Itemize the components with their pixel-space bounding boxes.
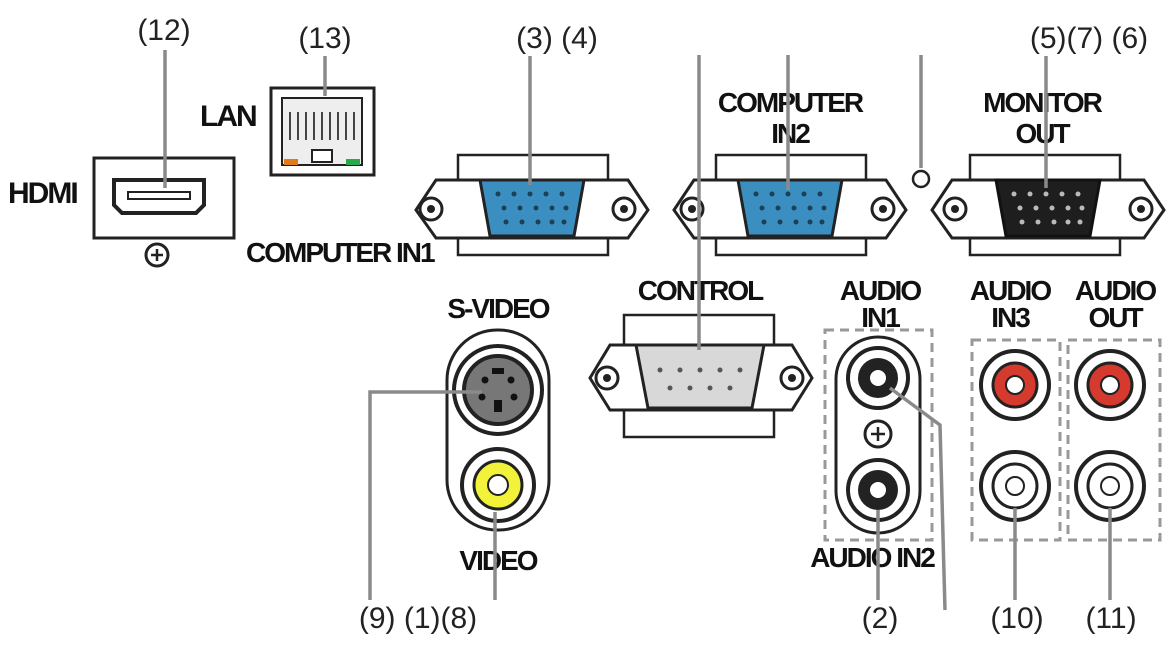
control-port-group: CONTROL: [588, 275, 814, 439]
video-port-group: S-VIDEO VIDEO: [445, 293, 552, 576]
callout-3-4: (3) (4): [516, 22, 598, 55]
control-port[interactable]: [634, 343, 766, 410]
monitor-out-label-line1: MONITOR: [983, 87, 1102, 118]
callout-13: (13): [298, 22, 351, 55]
monitor-out-port-group: MONITOR OUT: [930, 87, 1166, 257]
hdmi-screw-cross: [151, 249, 163, 261]
hdmi-port-group: HDMI: [8, 156, 236, 268]
audio-in1-label-line2: IN1: [861, 302, 900, 333]
callout-12: (12): [137, 14, 190, 47]
lan-led-green-icon: [346, 159, 360, 165]
monitor-out-label-line2: OUT: [1015, 118, 1070, 149]
computer-in1-pins: [495, 191, 569, 225]
leader-lines: [163, 50, 1112, 611]
callout-11: (11): [1085, 602, 1136, 635]
computer-in2-pins: [753, 191, 827, 225]
video-label: VIDEO: [459, 545, 537, 576]
monitor-out-pins: [1011, 191, 1085, 225]
lan-clip: [311, 149, 333, 163]
computer-in2-label-line2: IN2: [771, 118, 810, 149]
audio-in1-label-line1: AUDIO: [840, 275, 921, 306]
control-pins: [657, 367, 743, 391]
audio-in3-port-group: AUDIO IN3: [970, 275, 1062, 542]
audio-out-dashed-box: [1066, 338, 1162, 542]
leader-line-audio-in1: [888, 386, 947, 611]
hdmi-port-inner: [127, 191, 191, 200]
audio-out-label-line2: OUT: [1088, 302, 1143, 333]
audio-in12-dashed-box: [823, 328, 934, 542]
audio-out-port-group: AUDIO OUT: [1066, 275, 1162, 542]
s-video-label: S-VIDEO: [447, 293, 549, 324]
control-label: CONTROL: [638, 275, 764, 306]
lan-led-orange-icon: [284, 159, 298, 165]
callout-2: (2): [862, 602, 899, 635]
computer-in2-label-line1: COMPUTER: [718, 87, 864, 118]
callout-10: (10): [990, 602, 1043, 635]
computer-in2-port-group: COMPUTER IN2: [672, 87, 908, 257]
audio-out-label-line1: AUDIO: [1075, 275, 1156, 306]
s-video-port[interactable]: [462, 354, 534, 426]
callout-9-1-8: (9) (1)(8): [359, 602, 477, 635]
audio-in3-label-line1: AUDIO: [970, 275, 1051, 306]
audio-in3-label-line2: IN3: [991, 302, 1030, 333]
leader-line-9: [368, 390, 482, 600]
computer-in1-label: COMPUTER IN1: [246, 237, 435, 268]
callout-5-7-6: (5)(7) (6): [1030, 22, 1148, 55]
audio-in2-label: AUDIO IN2: [810, 542, 935, 573]
audio-in12-port-group: AUDIO IN1 AUDIO IN2: [810, 275, 937, 573]
security-slot-icon: [911, 169, 931, 189]
computer-in1-port-group: COMPUTER IN1: [246, 153, 650, 268]
hdmi-label: HDMI: [8, 177, 77, 210]
lan-pins: [289, 112, 355, 140]
s-video-pins: [478, 368, 518, 412]
lan-label: LAN: [200, 100, 256, 133]
lan-port-group: LAN: [200, 86, 376, 177]
